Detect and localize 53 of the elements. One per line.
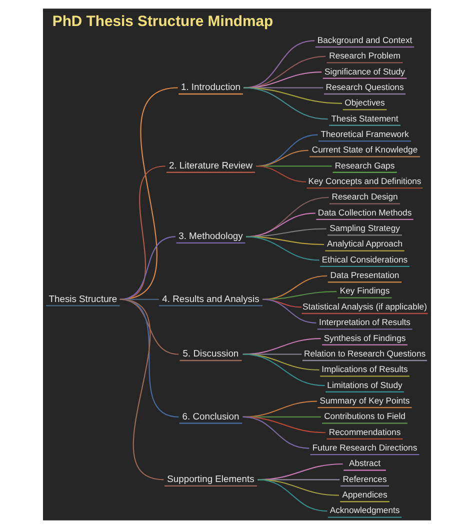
node-text: Future Research Directions bbox=[312, 442, 418, 453]
node-text: Significance of Study bbox=[324, 66, 405, 76]
node-text: Thesis Statement bbox=[331, 113, 398, 124]
node-text: Data Collection Methods bbox=[318, 207, 412, 218]
node-text: 3. Methodology bbox=[178, 230, 243, 242]
node-text: Limitations of Study bbox=[327, 380, 402, 390]
connector bbox=[242, 354, 302, 355]
node-text: Objectives bbox=[344, 98, 385, 108]
node-text: 2. Literature Review bbox=[168, 160, 252, 171]
node-text: Recommendations bbox=[328, 426, 401, 437]
node-text: Statistical Analysis (if applicable) bbox=[302, 301, 427, 312]
connector bbox=[258, 479, 328, 512]
node-text: 5. Discussion bbox=[182, 348, 239, 359]
connector bbox=[242, 416, 310, 449]
node-text: Sampling Strategy bbox=[330, 223, 400, 234]
node-text: Appendices bbox=[342, 490, 388, 500]
node-text: Analytical Approach bbox=[326, 238, 403, 249]
node-text: Thesis Structure bbox=[48, 292, 118, 304]
node-text: Relation to Research Questions bbox=[304, 348, 426, 358]
node-text: Current State of Knowledge bbox=[312, 144, 418, 155]
node-text: Synthesis of Findings bbox=[324, 332, 406, 343]
node-text: Research Gaps bbox=[334, 160, 395, 170]
connector bbox=[246, 236, 320, 261]
node-text: Background and Context bbox=[317, 34, 412, 45]
diagram-title: PhD Thesis Structure Mindmap bbox=[52, 14, 274, 30]
node-text: 6. Conclusion bbox=[182, 410, 240, 422]
connector bbox=[262, 291, 337, 300]
node-text: Interpretation of Results bbox=[319, 317, 410, 328]
connector bbox=[244, 87, 342, 104]
connector bbox=[242, 354, 325, 386]
connector bbox=[244, 87, 328, 120]
node-text: References bbox=[342, 474, 387, 484]
node-text: Research Questions bbox=[326, 82, 404, 92]
node-text: Supporting Elements bbox=[167, 473, 254, 484]
node-text: Implications of Results bbox=[322, 364, 408, 374]
node-text: Summary of Key Points bbox=[320, 395, 410, 406]
node-text: Theoretical Framework bbox=[320, 128, 409, 139]
node-text: Contributions to Field bbox=[324, 411, 406, 422]
node-text: Research Problem bbox=[329, 50, 400, 61]
connector bbox=[258, 479, 339, 496]
node-text: Research Design bbox=[332, 192, 398, 202]
node-text: Data Presentation bbox=[330, 270, 400, 280]
node-text: Abstract bbox=[348, 458, 381, 468]
connector bbox=[256, 166, 306, 182]
node-text: 1. Introduction bbox=[180, 81, 240, 92]
connector bbox=[242, 338, 321, 355]
node-text: 4. Results and Analysis bbox=[162, 292, 260, 304]
node-text: Ethical Considerations bbox=[322, 254, 408, 264]
node-text: Acknowledgments bbox=[330, 505, 400, 516]
node-text: Key Concepts and Definitions bbox=[308, 176, 422, 186]
connector bbox=[262, 275, 328, 300]
connector bbox=[242, 354, 320, 370]
node-text: Key Findings bbox=[340, 286, 390, 296]
